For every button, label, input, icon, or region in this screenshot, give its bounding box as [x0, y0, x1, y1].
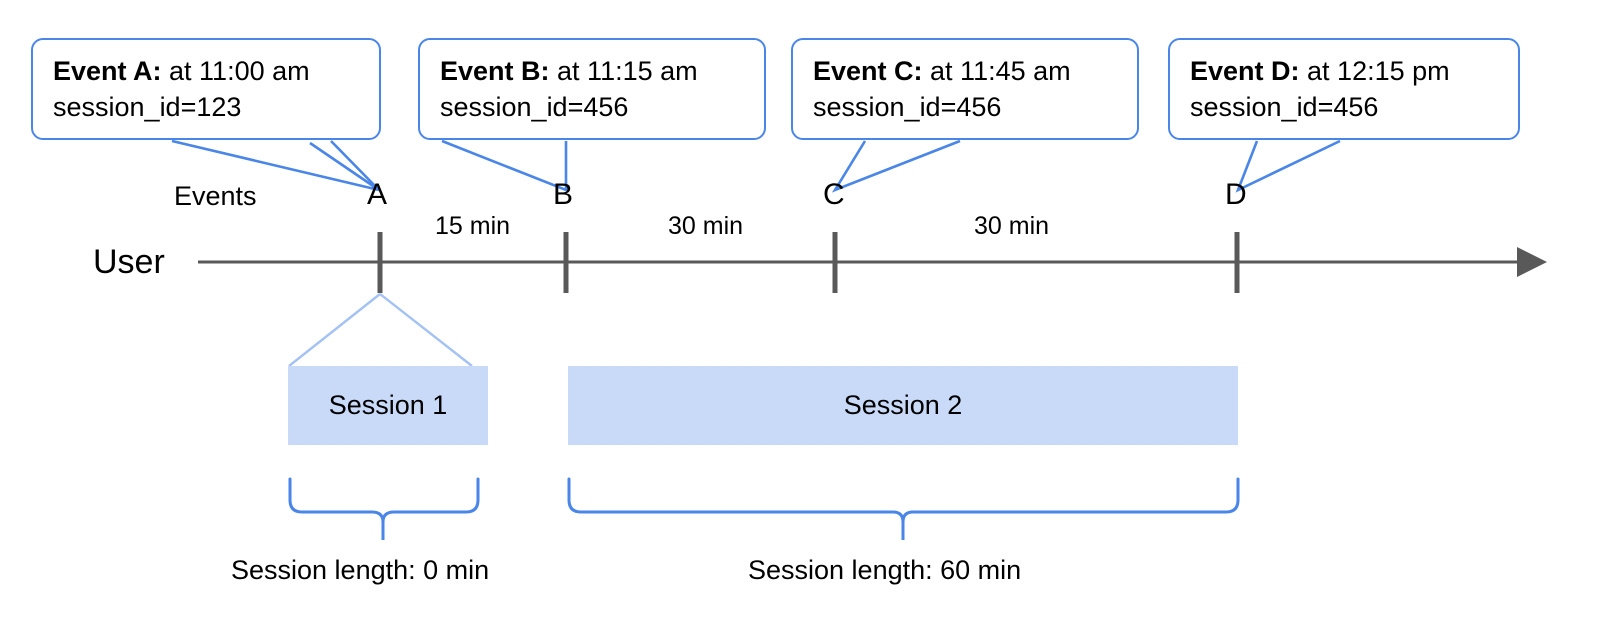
callout-event-b-session: session_id=456: [440, 91, 629, 122]
callout-event-d-detail: at 12:15 pm: [1299, 56, 1450, 86]
callout-event-c-detail: at 11:45 am: [922, 56, 1071, 86]
callout-tail-a-upper: [330, 140, 380, 191]
callout-event-d-session: session_id=456: [1190, 91, 1379, 122]
callout-event-a-detail: at 11:00 am: [161, 56, 310, 86]
interval-label-b-c: 30 min: [668, 212, 744, 240]
session-1-length-label: Session length: 0 min: [231, 555, 490, 585]
session-2-length-label: Session length: 60 min: [748, 555, 1022, 585]
callout-event-a-session: session_id=123: [53, 91, 242, 122]
interval-label-a-b: 15 min: [435, 212, 511, 240]
session-block-1-label: Session 1: [328, 390, 448, 420]
callout-event-c-lead: Event C:: [813, 56, 923, 86]
session-block-2[interactable]: Session 2: [568, 366, 1238, 445]
event-letter-d: D: [1225, 178, 1247, 211]
session-block-1[interactable]: Session 1: [288, 366, 488, 445]
callout-event-d-lead: Event D:: [1190, 56, 1300, 86]
callout-tail-b: [441, 139, 568, 192]
axis-events-label: Events: [174, 181, 257, 211]
callout-event-a-lead: Event A:: [53, 56, 162, 86]
callout-tail-c: [831, 139, 961, 193]
callout-event-a[interactable]: Event A: at 11:00 am session_id=123: [31, 38, 381, 140]
callout-event-b-lead: Event B:: [440, 56, 550, 86]
callout-tail-d: [1235, 139, 1341, 193]
event-letter-b: B: [553, 178, 574, 211]
callout-event-c[interactable]: Event C: at 11:45 am session_id=456: [791, 38, 1139, 140]
session-1-brace: [288, 477, 480, 540]
session-2-brace: [567, 477, 1240, 540]
axis-row-label-user: User: [93, 243, 165, 281]
callout-event-b[interactable]: Event B: at 11:15 am session_id=456: [418, 38, 766, 140]
callout-event-d[interactable]: Event D: at 12:15 pm session_id=456: [1168, 38, 1520, 140]
callout-event-b-detail: at 11:15 am: [549, 56, 698, 86]
session-1-connector: [288, 293, 473, 367]
interval-label-c-d: 30 min: [974, 212, 1050, 240]
event-letter-a: A: [367, 178, 388, 211]
session-block-2-label: Session 2: [843, 390, 963, 420]
callout-event-c-session: session_id=456: [813, 91, 1002, 122]
event-letter-c: C: [823, 178, 845, 211]
